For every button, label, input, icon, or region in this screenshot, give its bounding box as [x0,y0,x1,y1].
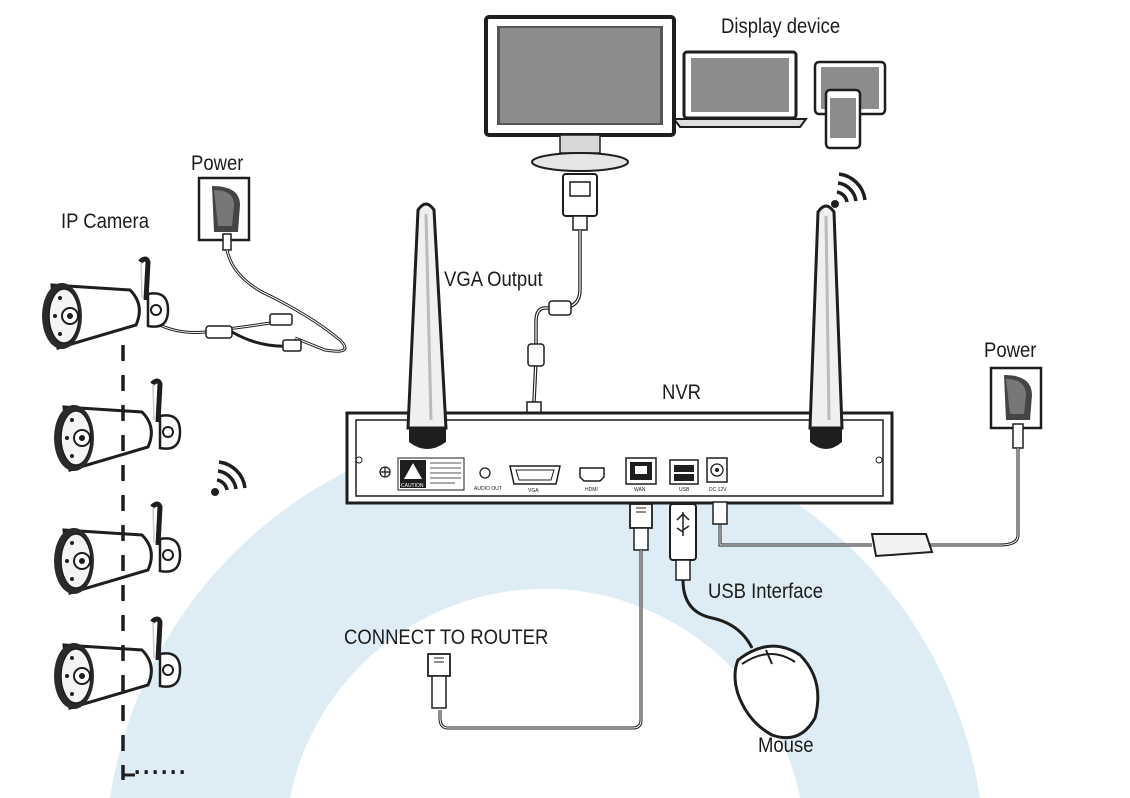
audio-out-port [479,467,491,479]
vga-port [509,465,561,485]
ip-camera-label: IP Camera [61,210,149,233]
vga-label: VGA [528,488,539,494]
usb-port [669,459,699,485]
vga-output-label: VGA Output [444,268,543,291]
caution-label [397,457,465,491]
wifi-icon-right [831,172,867,208]
caution-text: CAUTION [401,483,424,489]
mouse-label: Mouse [758,734,814,757]
antenna-right [808,204,844,449]
connect-to-router-label: CONNECT TO ROUTER [344,626,549,649]
ip-camera-icon [54,378,182,472]
dc-label: DC 12V [709,487,727,493]
hdmi-port [579,467,605,482]
wan-port [625,457,657,485]
nvr-label: NVR [662,381,702,404]
ip-camera-icon [42,256,170,350]
ground-icon [379,466,391,478]
power-top-label: Power [191,152,244,175]
usb-interface-label: USB Interface [708,580,824,603]
wifi-icon-left [211,460,247,496]
camera-chain-line [121,345,135,780]
audio-out-label: AUDIO OUT [474,486,502,492]
wan-label: WAN [634,487,646,493]
usb-cable [669,503,754,649]
power-adapter-right [712,366,1043,558]
monitor-icon [484,15,676,172]
dc-port [706,457,728,483]
router-cable [427,503,653,730]
laptop-icon [672,50,808,128]
hdmi-label: HDMI [585,487,598,493]
mouse-icon [733,644,820,740]
display-device-label: Display device [721,15,841,38]
antenna-left [406,202,448,449]
power-right-label: Power [984,339,1037,362]
ip-camera-icon [54,616,182,710]
power-adapter-top [197,176,347,353]
camera-power-cable [149,313,302,352]
ip-camera-icon [54,501,182,595]
usb-label: USB [679,487,690,493]
camera-group [42,256,182,710]
continuation-dots: ...... [134,750,188,780]
phone-icon [824,88,862,150]
